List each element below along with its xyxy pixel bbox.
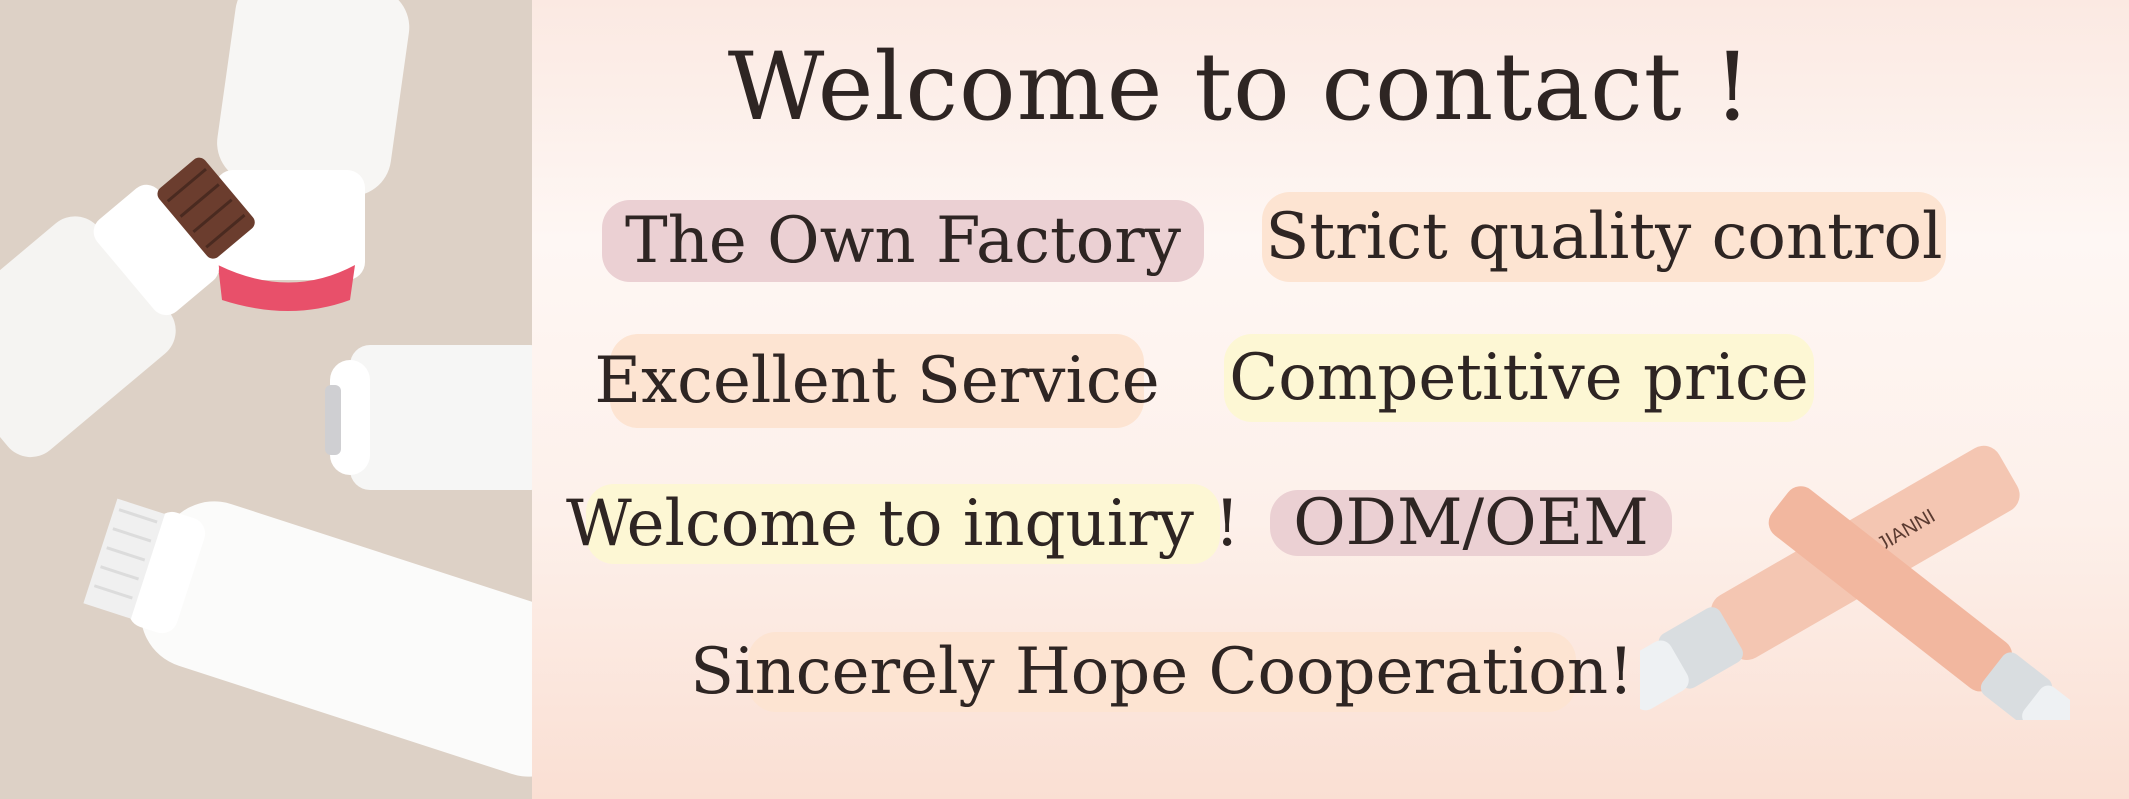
- pill-own-factory: The Own Factory: [602, 200, 1204, 282]
- applicator-illustration: [0, 0, 532, 799]
- roller-applicator: [0, 157, 255, 458]
- applicator-photo: [0, 0, 532, 799]
- pill-welcome-inquiry: Welcome to inquiry !: [566, 484, 1240, 564]
- cosmetic-tubes-illustration: JIANNI: [1617, 445, 2078, 742]
- metal-tip-applicator: [325, 345, 532, 490]
- pill-cooperation: Sincerely Hope Cooperation!: [690, 632, 1634, 712]
- pill-odm-oem: ODM/OEM: [1270, 486, 1672, 560]
- pink-sponge-applicator: [215, 0, 410, 311]
- pill-quality-control: Strict quality control: [1262, 192, 1946, 282]
- page-title: Welcome to contact !: [727, 33, 1753, 142]
- pill-competitive-price: Competitive price: [1224, 334, 1814, 422]
- tube-products-photo: JIANNI: [1617, 430, 2078, 742]
- pill-excellent-service: Excellent Service: [594, 334, 1160, 428]
- brush-applicator: [83, 498, 532, 777]
